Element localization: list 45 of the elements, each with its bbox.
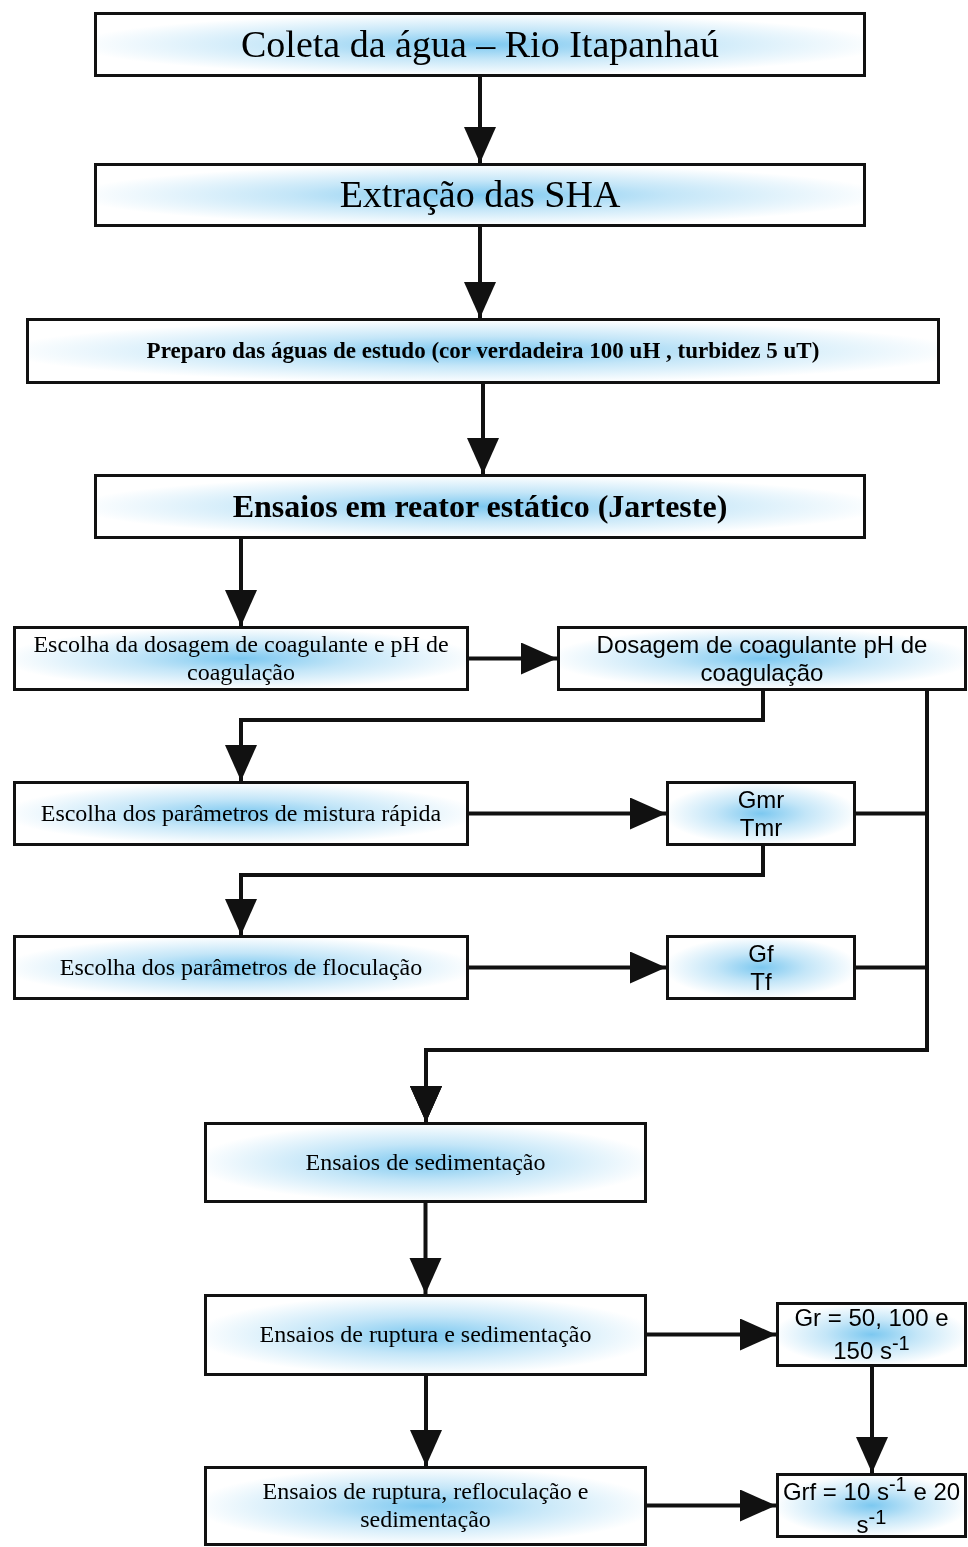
arrow	[464, 227, 496, 318]
arrow	[409, 1203, 442, 1294]
box-text: Ensaios em reator estático (Jarteste)	[232, 488, 728, 525]
arrow	[410, 1376, 442, 1466]
box-text: Grf = 10 s$^{-1}$ e 20 s$^{-1}$	[781, 1472, 962, 1539]
process-box	[204, 1294, 647, 1376]
box-text: Ensaios de sedimentação	[305, 1148, 546, 1177]
box-text: Ensaios de ruptura, refloculação e sedimentação	[261, 1478, 590, 1534]
process-box	[13, 935, 469, 1000]
box-text: Dosagem de coagulante pH de coagulação	[595, 630, 929, 687]
process-box	[666, 935, 856, 1000]
arrow	[464, 77, 496, 163]
box-text: Gr = 50, 100 e 150 s$^{-1}$	[793, 1304, 950, 1365]
box-text: Ensaios de ruptura e sedimentação	[259, 1321, 592, 1349]
process-box	[26, 318, 940, 384]
arrow	[647, 1489, 776, 1522]
process-box	[94, 474, 866, 539]
arrow	[225, 846, 765, 935]
arrow	[647, 1318, 776, 1351]
process-box	[204, 1466, 647, 1546]
box-text: Preparo das águas de estudo (cor verdadeira 100 uH , turbidez 5 uT)	[146, 337, 820, 365]
box-text: Escolha dos parâmetros de mistura rápida	[40, 799, 442, 828]
process-box	[666, 781, 856, 846]
process-box	[13, 781, 469, 846]
box-text: Extração das SHA	[339, 173, 621, 217]
arrow	[469, 642, 557, 675]
box-text: Escolha dos parâmetros de floculação	[59, 953, 423, 982]
process-box	[557, 626, 967, 691]
process-box	[94, 12, 866, 77]
arrow	[467, 384, 499, 474]
box-text: Tf	[750, 967, 772, 996]
arrow	[856, 1367, 888, 1473]
arrow	[469, 797, 666, 830]
arrow	[225, 539, 257, 626]
process-box	[13, 626, 469, 691]
box-text: Tmr	[739, 813, 783, 842]
process-box	[204, 1122, 647, 1203]
arrow	[469, 951, 666, 984]
process-box	[776, 1302, 967, 1367]
process-box	[94, 163, 866, 227]
box-text: Escolha da dosagem de coagulante e pH de coagulação	[32, 630, 450, 687]
arrow	[225, 691, 765, 781]
box-text: Gf	[748, 939, 774, 968]
box-text: Coleta da água – Rio Itapanhaú	[241, 22, 719, 67]
box-text: Gmr	[737, 785, 785, 814]
